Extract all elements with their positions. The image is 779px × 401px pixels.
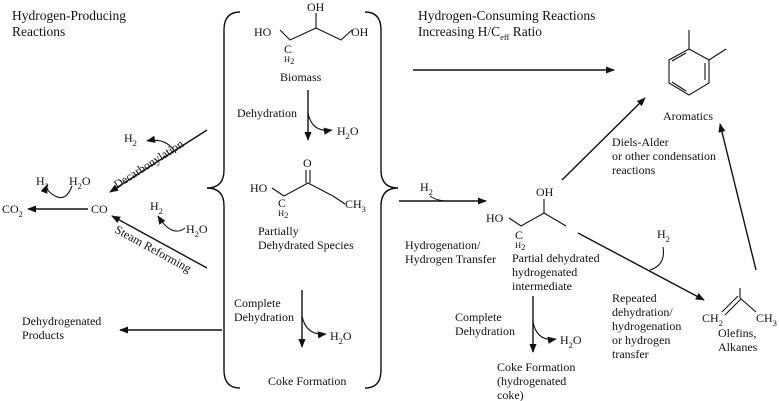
h2-label: H2 [657,227,670,244]
dehydration-label: Dehydration [237,106,297,120]
alkanes-label: Alkanes [718,340,758,354]
h2-release-curve [40,184,56,197]
left-curly-brace [206,11,241,389]
coke-formation-label: Coke Formation [497,360,575,374]
glycerol-structure: OH HO OH C H2 [254,0,369,66]
reactions-label: reactions [612,163,656,177]
producing-header-line1: Hydrogen-Producing [12,8,126,23]
transfer-label: transfer [612,347,649,361]
h2-subscript-label: H2 [284,54,294,66]
propylene-structure: CH2 CH3 [702,288,777,328]
xylene-ring-structure [668,30,727,96]
h2-subscript-label: H2 [515,240,525,252]
h2-uptake-curve [649,246,665,271]
aromatics-label: Aromatics [663,109,713,123]
oh-label: OH [351,25,369,39]
ch3-label: CH3 [756,311,777,328]
ch2-label: C [284,42,292,56]
water-release-curve [307,112,333,135]
ch2-label: C [515,228,523,242]
water-release-curve [532,321,557,344]
intermediate-label: intermediate [512,279,572,293]
diels-alder-label: Diels-Alder [612,135,669,149]
ho-label: HO [486,211,504,225]
hydrogenated-label: hydrogenated [512,265,577,279]
olefins-label: Olefins, [718,326,756,340]
ho-label: HO [254,25,272,39]
h2-label: H2 [36,174,49,191]
complete-label: Complete [234,296,281,310]
propanediol-structure: OH HO C H2 [486,185,567,252]
ch2-label: C [278,196,286,210]
hydrogenation-label: hydrogenation [612,319,681,333]
coke-formation-label: Coke Formation [268,374,346,388]
repeated-dehydration-arrow [577,232,705,301]
carbonyl-o-label: O [303,156,312,170]
h2o-label: H2O [186,222,208,239]
partial-dehydrated-label: Partial dehydrated [512,251,600,265]
ch3-label: CH3 [345,197,366,214]
hydrogen-transfer-label: Hydrogen Transfer [405,252,496,266]
hydrogenated-paren-label: (hydrogenated [497,374,566,388]
dehydrated-species-label: Dehydrated Species [258,238,354,252]
h2o-label: H2O [337,124,359,141]
h2o-label: H2O [560,333,582,350]
h2-water-exchange-curve [157,215,186,232]
coke-paren-label: coke) [497,388,524,401]
ch2-label: CH2 [702,311,723,328]
dehydrogenated-label: Dehydrogenated [22,314,101,328]
decarbonylation-label: Decarbonylation [111,137,186,192]
oh-label: OH [536,185,554,199]
condensation-label: or other condensation [612,149,716,163]
water-release-curve [301,315,327,339]
co2-label: CO2 [2,202,23,219]
h2-label: H2 [150,199,163,216]
or-hydrogen-label: or hydrogen [612,333,670,347]
dehydration-slash-label: dehydration/ [612,305,673,319]
h2-uptake-curve [429,195,446,202]
steam-reforming-arrow [111,215,208,269]
ho-label: HO [250,181,268,195]
repeated-label: Repeated [612,291,657,305]
producing-header-line2: Reactions [12,24,65,39]
partially-label: Partially [258,224,299,238]
h2-label: H2 [124,131,137,148]
decarbonylation-arrow [109,129,208,193]
complete-label: Complete [455,310,502,324]
diels-alder-arrow [561,97,646,181]
dehydration-label: Dehydration [455,324,515,338]
h2o-label: H2O [330,329,352,346]
h2-label: H2 [420,180,433,197]
oh-label: OH [307,0,325,14]
biomass-label: Biomass [280,70,322,84]
olefins-to-aromatics-arrow [718,123,757,271]
right-curly-brace [364,11,399,389]
consuming-header-line1: Hydrogen-Consuming Reactions [418,8,595,23]
products-label: Products [22,328,64,342]
consuming-header-line2: Increasing H/Ceff Ratio [418,24,542,42]
co-label: CO [91,202,108,216]
water-gas-shift-curve [54,185,73,199]
hydrogenation-label: Hydrogenation/ [405,238,481,252]
h2-subscript-label: H2 [278,208,288,220]
dehydration-label: Dehydration [234,310,294,324]
hydroxyacetone-structure: O HO CH3 C H2 [250,156,366,220]
h2-release-curve [146,135,177,154]
h2o-label: H2O [69,174,91,191]
